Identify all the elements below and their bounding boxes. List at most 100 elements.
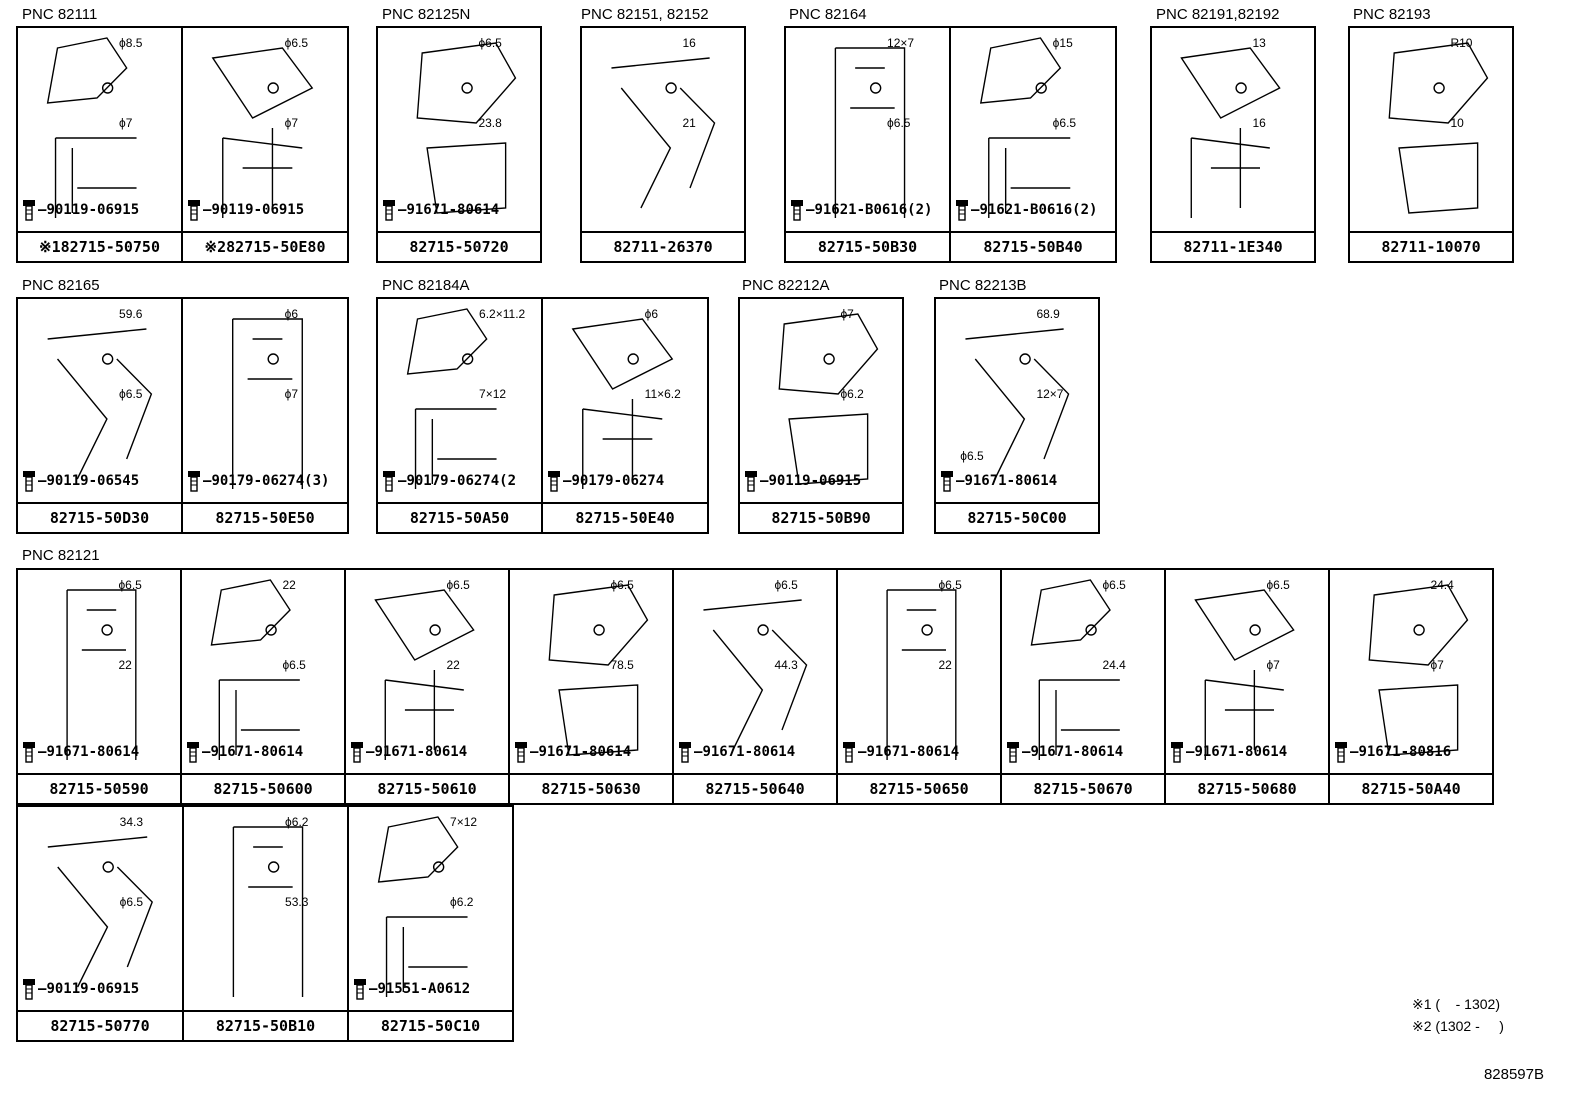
dimension-label: ϕ6.5 [119, 895, 144, 909]
part-number: 82715-50E50 [183, 502, 347, 532]
dimension-label: ϕ7 [1266, 658, 1280, 672]
part-sketch [374, 589, 475, 760]
bolt-spec: —91671-80614 [842, 741, 959, 763]
bolt-line: — [38, 981, 47, 997]
dimension-label: 16 [1252, 116, 1266, 130]
part-number: 82715-50E40 [543, 502, 707, 532]
bolt-line: — [858, 744, 867, 760]
bolt-line: — [1186, 744, 1195, 760]
bolt-icon [956, 200, 968, 221]
bolt-spec: —91671-80614 [514, 741, 631, 763]
bolt-number: 91621-B0616(2) [814, 202, 933, 218]
part-number: 82715-50B40 [951, 231, 1115, 261]
dimension-label: ϕ6.2 [840, 387, 864, 401]
part-number: 82715-50590 [18, 773, 180, 803]
part-number: 82715-50B10 [184, 1010, 347, 1040]
bolt-line: — [398, 473, 407, 489]
dimension-label: 21 [682, 116, 696, 130]
bolt-icon [23, 471, 35, 492]
dimension-label: ϕ6 [284, 307, 299, 321]
bolt-number: 90119-06915 [46, 202, 140, 218]
dimension-label: ϕ7 [284, 387, 299, 401]
dimension-label: 22 [282, 578, 296, 592]
dimension-label: 68.9 [1036, 307, 1060, 321]
dimension-label: ϕ6.5 [118, 578, 142, 592]
bolt-icon [383, 200, 395, 221]
dimension-label: ϕ6.2 [285, 815, 309, 829]
bolt-line: — [694, 744, 703, 760]
part-number: 82715-50630 [510, 773, 672, 803]
part-number: 82715-50A40 [1330, 773, 1492, 803]
dimension-label: 12×7 [887, 36, 915, 50]
dimension-label: ϕ6.5 [610, 578, 634, 592]
dimension-label: ϕ7 [840, 307, 854, 321]
dimension-label: ϕ6.5 [774, 578, 798, 592]
dimension-label: 34.3 [119, 815, 144, 829]
bolt-icon [1335, 742, 1347, 763]
pnc-label-82164: PNC 82164 [789, 6, 867, 23]
bolt-icon [354, 979, 366, 1000]
dimension-label: ϕ6.5 [938, 578, 962, 592]
dimension-label: ϕ8.5 [119, 36, 143, 50]
pnc-label-82151: PNC 82151, 82152 [581, 6, 709, 23]
dimension-label: 7×12 [450, 815, 478, 829]
bolt-spec: —90179-06274(2 [382, 470, 516, 492]
part-sketch [1030, 579, 1120, 760]
bolt-number: 91671-80614 [1194, 744, 1288, 760]
bolt-line: — [1022, 744, 1031, 760]
part-sketch [834, 47, 906, 218]
pnc-label-82184a: PNC 82184A [382, 277, 470, 294]
note-1: ※1 ( - 1302) [1412, 996, 1500, 1012]
part-sketch [1194, 589, 1295, 760]
part-number: 82715-50670 [1002, 773, 1164, 803]
bolt-spec: —91551-A0612 [353, 978, 470, 1000]
part-number: 82715-50650 [838, 773, 1000, 803]
part-sketch [232, 826, 304, 997]
dimension-label: ϕ6.5 [282, 658, 306, 672]
bolt-number: 91551-A0612 [377, 981, 471, 997]
bolt-line: — [806, 202, 815, 218]
dimension-label: ϕ6.5 [1102, 578, 1126, 592]
part-sketch [46, 37, 137, 218]
bolt-line: — [38, 744, 47, 760]
dimension-label: 22 [118, 658, 132, 672]
bolt-icon [188, 471, 200, 492]
bolt-number: 91671-80614 [538, 744, 632, 760]
bolt-icon [23, 200, 35, 221]
dimension-label: ϕ6.5 [284, 36, 309, 50]
part-number: 82711-1E340 [1152, 231, 1314, 261]
bolt-number: 91671-80614 [374, 744, 468, 760]
part-sketch [406, 308, 497, 489]
bolt-icon [1171, 742, 1183, 763]
